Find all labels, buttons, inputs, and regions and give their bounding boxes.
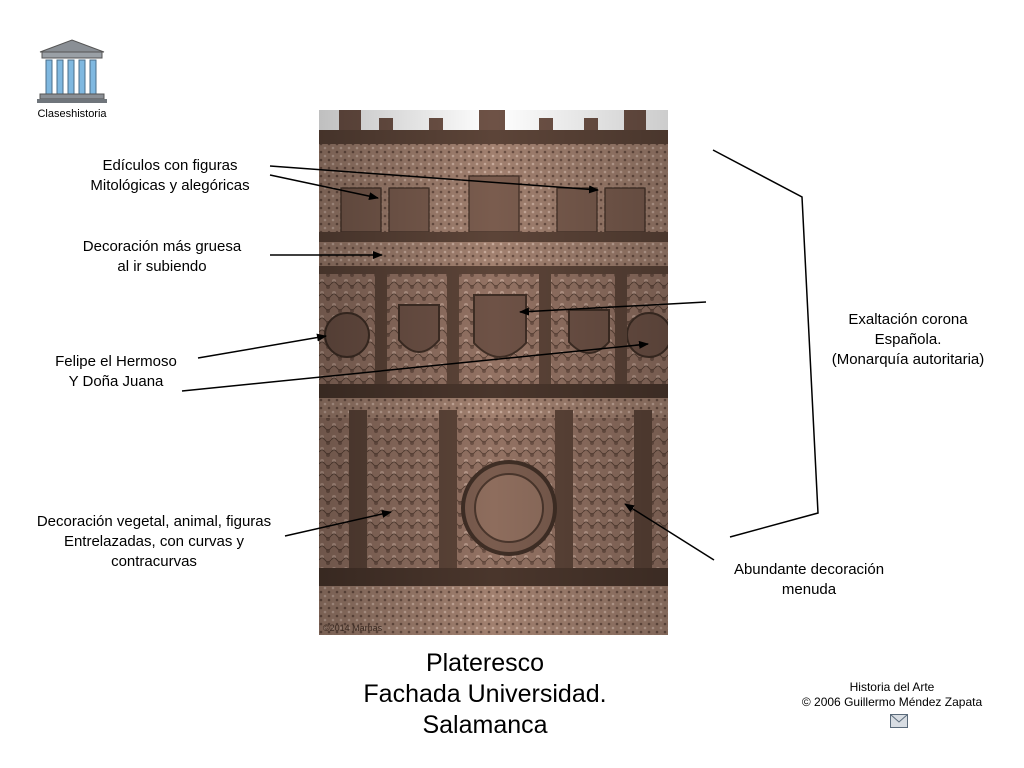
slide-title: Plateresco Fachada Universidad. Salamanc… [363, 649, 607, 739]
arrow-felipe [197, 333, 327, 359]
logo-label: Claseshistoria [37, 108, 107, 120]
label-exaltacion-corona: Exaltación corona Española. (Monarquía a… [831, 311, 985, 368]
label-decoracion-vegetal: Decoración vegetal, animal, figuras Entr… [36, 513, 272, 570]
label-felipe-juana: Felipe el Hermoso Y Doña Juana [55, 353, 177, 390]
envelope-icon[interactable] [890, 714, 908, 728]
photo-watermark: ©2014 Marbas [323, 623, 383, 633]
credit-block: Historia del Arte © 2006 Guillermo Ménde… [801, 680, 983, 709]
label-ediculos: Edículos con figuras Mitológicas y alegó… [90, 157, 250, 194]
facade-photo: ©2014 Marbas [319, 110, 668, 635]
bracket-exaltacion [712, 149, 819, 538]
label-abundante-decoracion: Abundante decoración menuda [733, 561, 885, 598]
label-decoracion-gruesa: Decoración más gruesa al ir subiendo [82, 238, 242, 275]
greek-temple-icon [36, 38, 108, 104]
